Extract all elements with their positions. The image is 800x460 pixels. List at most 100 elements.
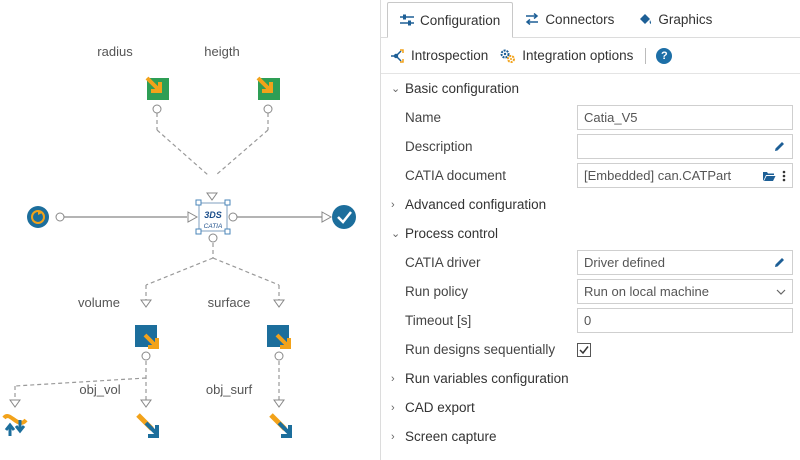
volume-input-triangle	[140, 299, 152, 308]
objective-links	[14, 361, 280, 400]
gears-icon	[500, 49, 516, 63]
pencil-icon[interactable]	[773, 256, 786, 269]
timeout-input[interactable]: 0	[577, 308, 793, 333]
run-policy-value: Run on local machine	[584, 284, 710, 299]
start-node[interactable]	[27, 206, 49, 228]
toolbar: Introspection Integration options ?	[381, 38, 800, 74]
checkmark-icon	[579, 345, 589, 354]
obj-surf-triangle	[273, 399, 285, 408]
radius-label: radius	[97, 44, 133, 59]
surface-node[interactable]	[267, 325, 291, 349]
more-vertical-icon[interactable]	[782, 170, 786, 182]
tab-configuration-label: Configuration	[420, 12, 501, 28]
output-links	[145, 243, 280, 300]
sliders-icon	[400, 14, 414, 26]
obj-vol-label: obj_vol	[79, 382, 121, 397]
properties-panel: Configuration Connectors Graphics Intros	[380, 0, 800, 460]
row-run-sequentially: Run designs sequentially	[381, 335, 800, 364]
catia-logo-text: CATIA	[204, 223, 223, 230]
run-policy-label: Run policy	[405, 284, 469, 299]
toolbar-separator	[645, 47, 647, 64]
chevron-down-icon: ⌄	[391, 228, 401, 240]
introspection-label: Introspection	[411, 48, 489, 63]
pareto-triangle	[9, 399, 21, 408]
tab-graphics[interactable]: Graphics	[626, 1, 724, 37]
chevron-right-icon: ›	[391, 401, 395, 414]
section-run-variables[interactable]: › Run variables configuration	[381, 364, 800, 393]
section-cad-label: CAD export	[405, 400, 475, 415]
surface-input-triangle	[273, 299, 285, 308]
obj-vol-node[interactable]	[136, 413, 159, 438]
catia-mark: 3DS	[204, 210, 222, 220]
folder-open-icon[interactable]	[762, 170, 776, 182]
end-node[interactable]	[332, 205, 356, 229]
row-catia-driver: CATIA driver Driver defined	[381, 248, 800, 277]
paint-bucket-icon	[640, 13, 652, 24]
row-catia-document: CATIA document [Embedded] can.CATPart	[381, 161, 800, 190]
section-basic-configuration[interactable]: ⌄ Basic configuration	[381, 74, 800, 103]
section-process-control[interactable]: ⌄ Process control	[381, 219, 800, 248]
name-field[interactable]: Catia_V5	[577, 105, 793, 130]
tab-connectors-label: Connectors	[545, 11, 615, 27]
tab-bar: Configuration Connectors Graphics	[381, 0, 800, 38]
start-port[interactable]	[55, 212, 65, 222]
catia-document-field[interactable]: [Embedded] can.CATPart	[577, 163, 793, 188]
surface-label: surface	[207, 295, 251, 310]
timeout-label: Timeout [s]	[405, 313, 472, 328]
end-arrow	[321, 211, 333, 223]
radius-port[interactable]	[152, 104, 162, 114]
section-screen-label: Screen capture	[405, 429, 497, 444]
obj-vol-triangle	[140, 399, 152, 408]
description-field[interactable]	[577, 134, 793, 159]
row-description: Description	[381, 132, 800, 161]
section-cad-export[interactable]: › CAD export	[381, 393, 800, 422]
section-advanced-label: Advanced configuration	[405, 197, 547, 212]
row-name: Name Catia_V5	[381, 103, 800, 132]
chevron-down-icon	[776, 289, 786, 295]
chevron-right-icon: ›	[391, 430, 395, 443]
introspection-button[interactable]: Introspection	[389, 48, 488, 63]
integration-options-button[interactable]: Integration options	[500, 48, 633, 63]
volume-node[interactable]	[135, 325, 159, 349]
run-policy-select[interactable]: Run on local machine	[577, 279, 793, 304]
row-run-policy: Run policy Run on local machine	[381, 277, 800, 306]
chevron-right-icon: ›	[391, 198, 395, 211]
arrows-icon	[526, 13, 539, 25]
catia-component[interactable]: 3DS CATIA	[195, 199, 231, 235]
integration-options-label: Integration options	[522, 48, 634, 63]
description-label: Description	[405, 139, 473, 154]
volume-port[interactable]	[141, 351, 151, 361]
heigth-node[interactable]	[256, 76, 280, 100]
section-process-label: Process control	[405, 226, 499, 241]
surface-port[interactable]	[274, 351, 284, 361]
obj-surf-node[interactable]	[269, 413, 292, 438]
component-input-triangle	[206, 192, 218, 201]
chevron-down-icon: ⌄	[391, 83, 401, 95]
pencil-icon[interactable]	[773, 140, 786, 153]
chevron-right-icon: ›	[391, 372, 395, 385]
obj-surf-label: obj_surf	[205, 382, 253, 397]
section-runvars-label: Run variables configuration	[405, 371, 569, 386]
component-flow-out[interactable]	[228, 212, 238, 222]
volume-label: volume	[78, 295, 120, 310]
help-button[interactable]: ?	[656, 47, 673, 64]
workflow-canvas[interactable]: 3DS CATIA	[0, 0, 380, 460]
introspection-icon	[391, 48, 404, 63]
run-sequentially-checkbox[interactable]	[577, 342, 591, 357]
tab-connectors[interactable]: Connectors	[513, 1, 626, 37]
run-sequentially-label: Run designs sequentially	[405, 342, 556, 357]
input-links	[156, 113, 269, 176]
name-label: Name	[405, 110, 442, 125]
component-output-port[interactable]	[208, 233, 218, 243]
radius-node[interactable]	[145, 76, 169, 100]
catia-driver-label: CATIA driver	[405, 255, 481, 270]
name-value: Catia_V5	[584, 110, 638, 125]
heigth-port[interactable]	[263, 104, 273, 114]
timeout-value: 0	[584, 313, 592, 328]
section-screen-capture[interactable]: › Screen capture	[381, 422, 800, 451]
row-timeout: Timeout [s] 0	[381, 306, 800, 335]
tab-configuration[interactable]: Configuration	[387, 2, 514, 38]
section-advanced-configuration[interactable]: › Advanced configuration	[381, 190, 800, 219]
pareto-node[interactable]	[2, 414, 28, 436]
catia-driver-field[interactable]: Driver defined	[577, 250, 793, 275]
